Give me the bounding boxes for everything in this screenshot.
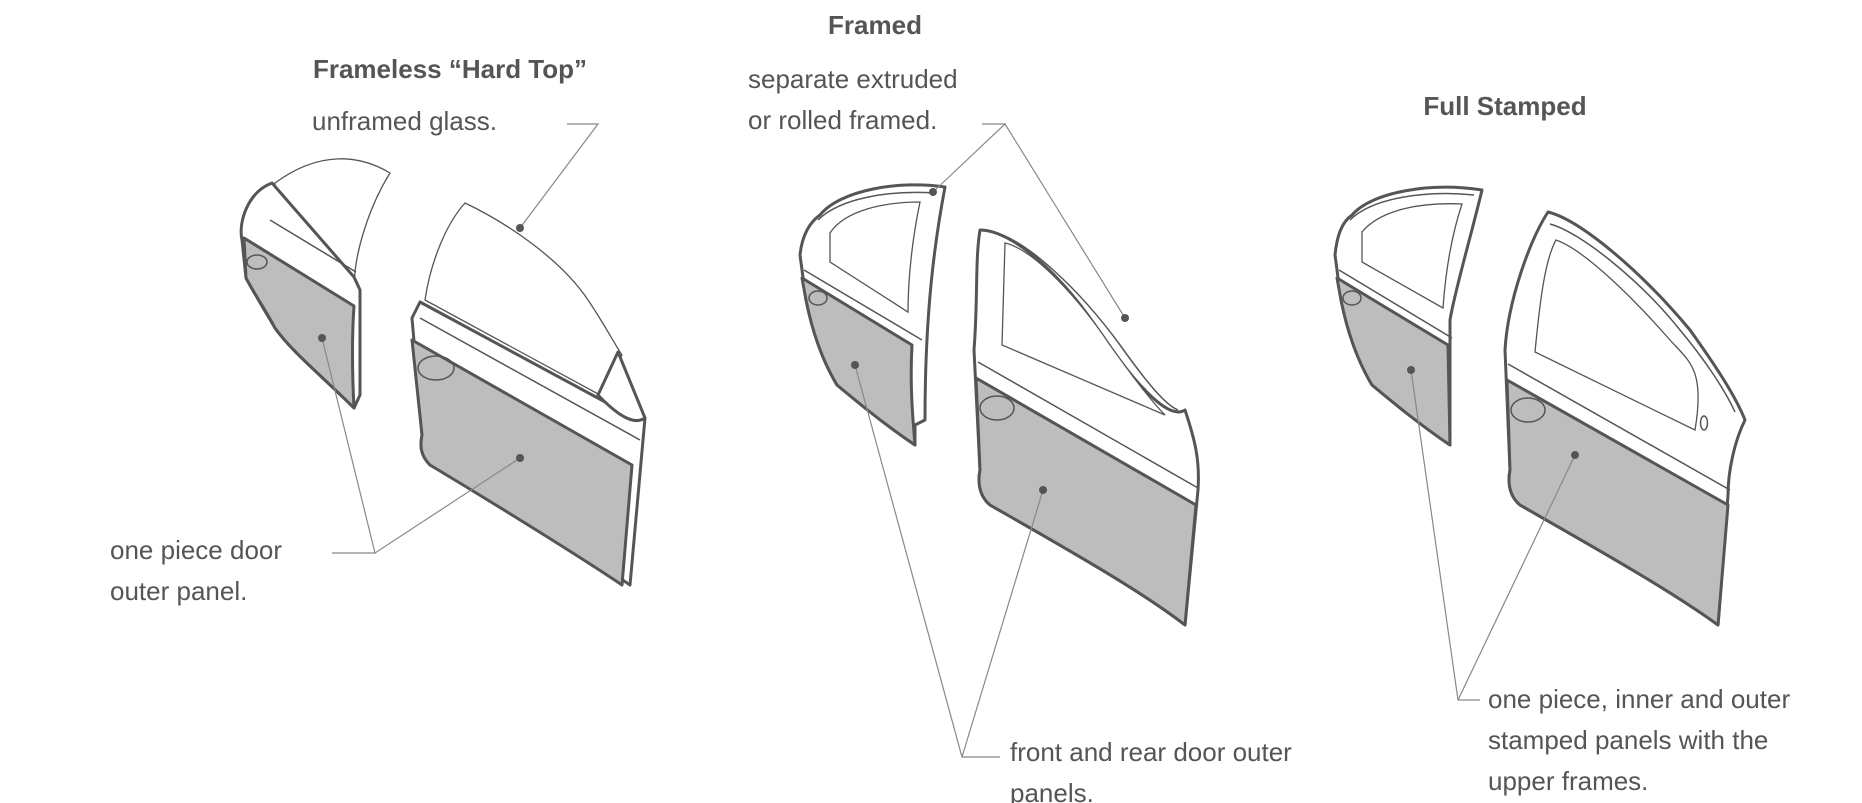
frameless-glass-leader	[520, 124, 598, 228]
frameless-panel-leader-dot-rear	[318, 334, 326, 342]
full-stamped-title: Full Stamped	[1423, 91, 1586, 121]
framed-frame-label-line2: or rolled framed.	[748, 105, 937, 135]
frameless-rear-door	[241, 159, 390, 408]
frameless-title: Frameless “Hard Top”	[313, 54, 587, 84]
full-stamped-rear-door	[1335, 187, 1482, 445]
framed-frame-label-line1: separate extruded	[748, 64, 958, 94]
framed-panel-label-line1: front and rear door outer	[1010, 737, 1292, 767]
full-stamped-panel-leader-dot-rear	[1407, 366, 1415, 374]
framed-frame-leader-dot-front	[1121, 314, 1129, 322]
full-stamped-group: Full Stamped one piece, inner and outer …	[1335, 91, 1790, 796]
full-stamped-front-door	[1505, 212, 1745, 625]
frameless-glass-label: unframed glass.	[312, 106, 497, 136]
full-stamped-panel-leader-dot-front	[1571, 451, 1579, 459]
frameless-glass-leader-dot	[516, 224, 524, 232]
frameless-panel-label-line1: one piece door	[110, 535, 282, 565]
full-stamped-panel-label-line1: one piece, inner and outer	[1488, 684, 1790, 714]
frameless-panel-leader-dot-front	[516, 454, 524, 462]
frameless-front-door	[412, 203, 645, 585]
framed-panel-leader-dot-rear	[851, 361, 859, 369]
framed-front-door	[974, 230, 1198, 625]
framed-panel-leader-dot-front	[1039, 486, 1047, 494]
frameless-panel-label-line2: outer panel.	[110, 576, 247, 606]
full-stamped-panel-label-line3: upper frames.	[1488, 766, 1648, 796]
frameless-group: Frameless “Hard Top” unframed glass. one…	[110, 54, 645, 606]
full-stamped-panel-label-line2: stamped panels with the	[1488, 725, 1768, 755]
framed-panel-label-line2: panels.	[1010, 778, 1094, 803]
framed-group: Framed separate extruded or rolled frame…	[748, 10, 1292, 803]
framed-title: Framed	[828, 10, 922, 40]
framed-rear-door	[800, 185, 945, 445]
framed-frame-leader-dot-rear	[929, 188, 937, 196]
